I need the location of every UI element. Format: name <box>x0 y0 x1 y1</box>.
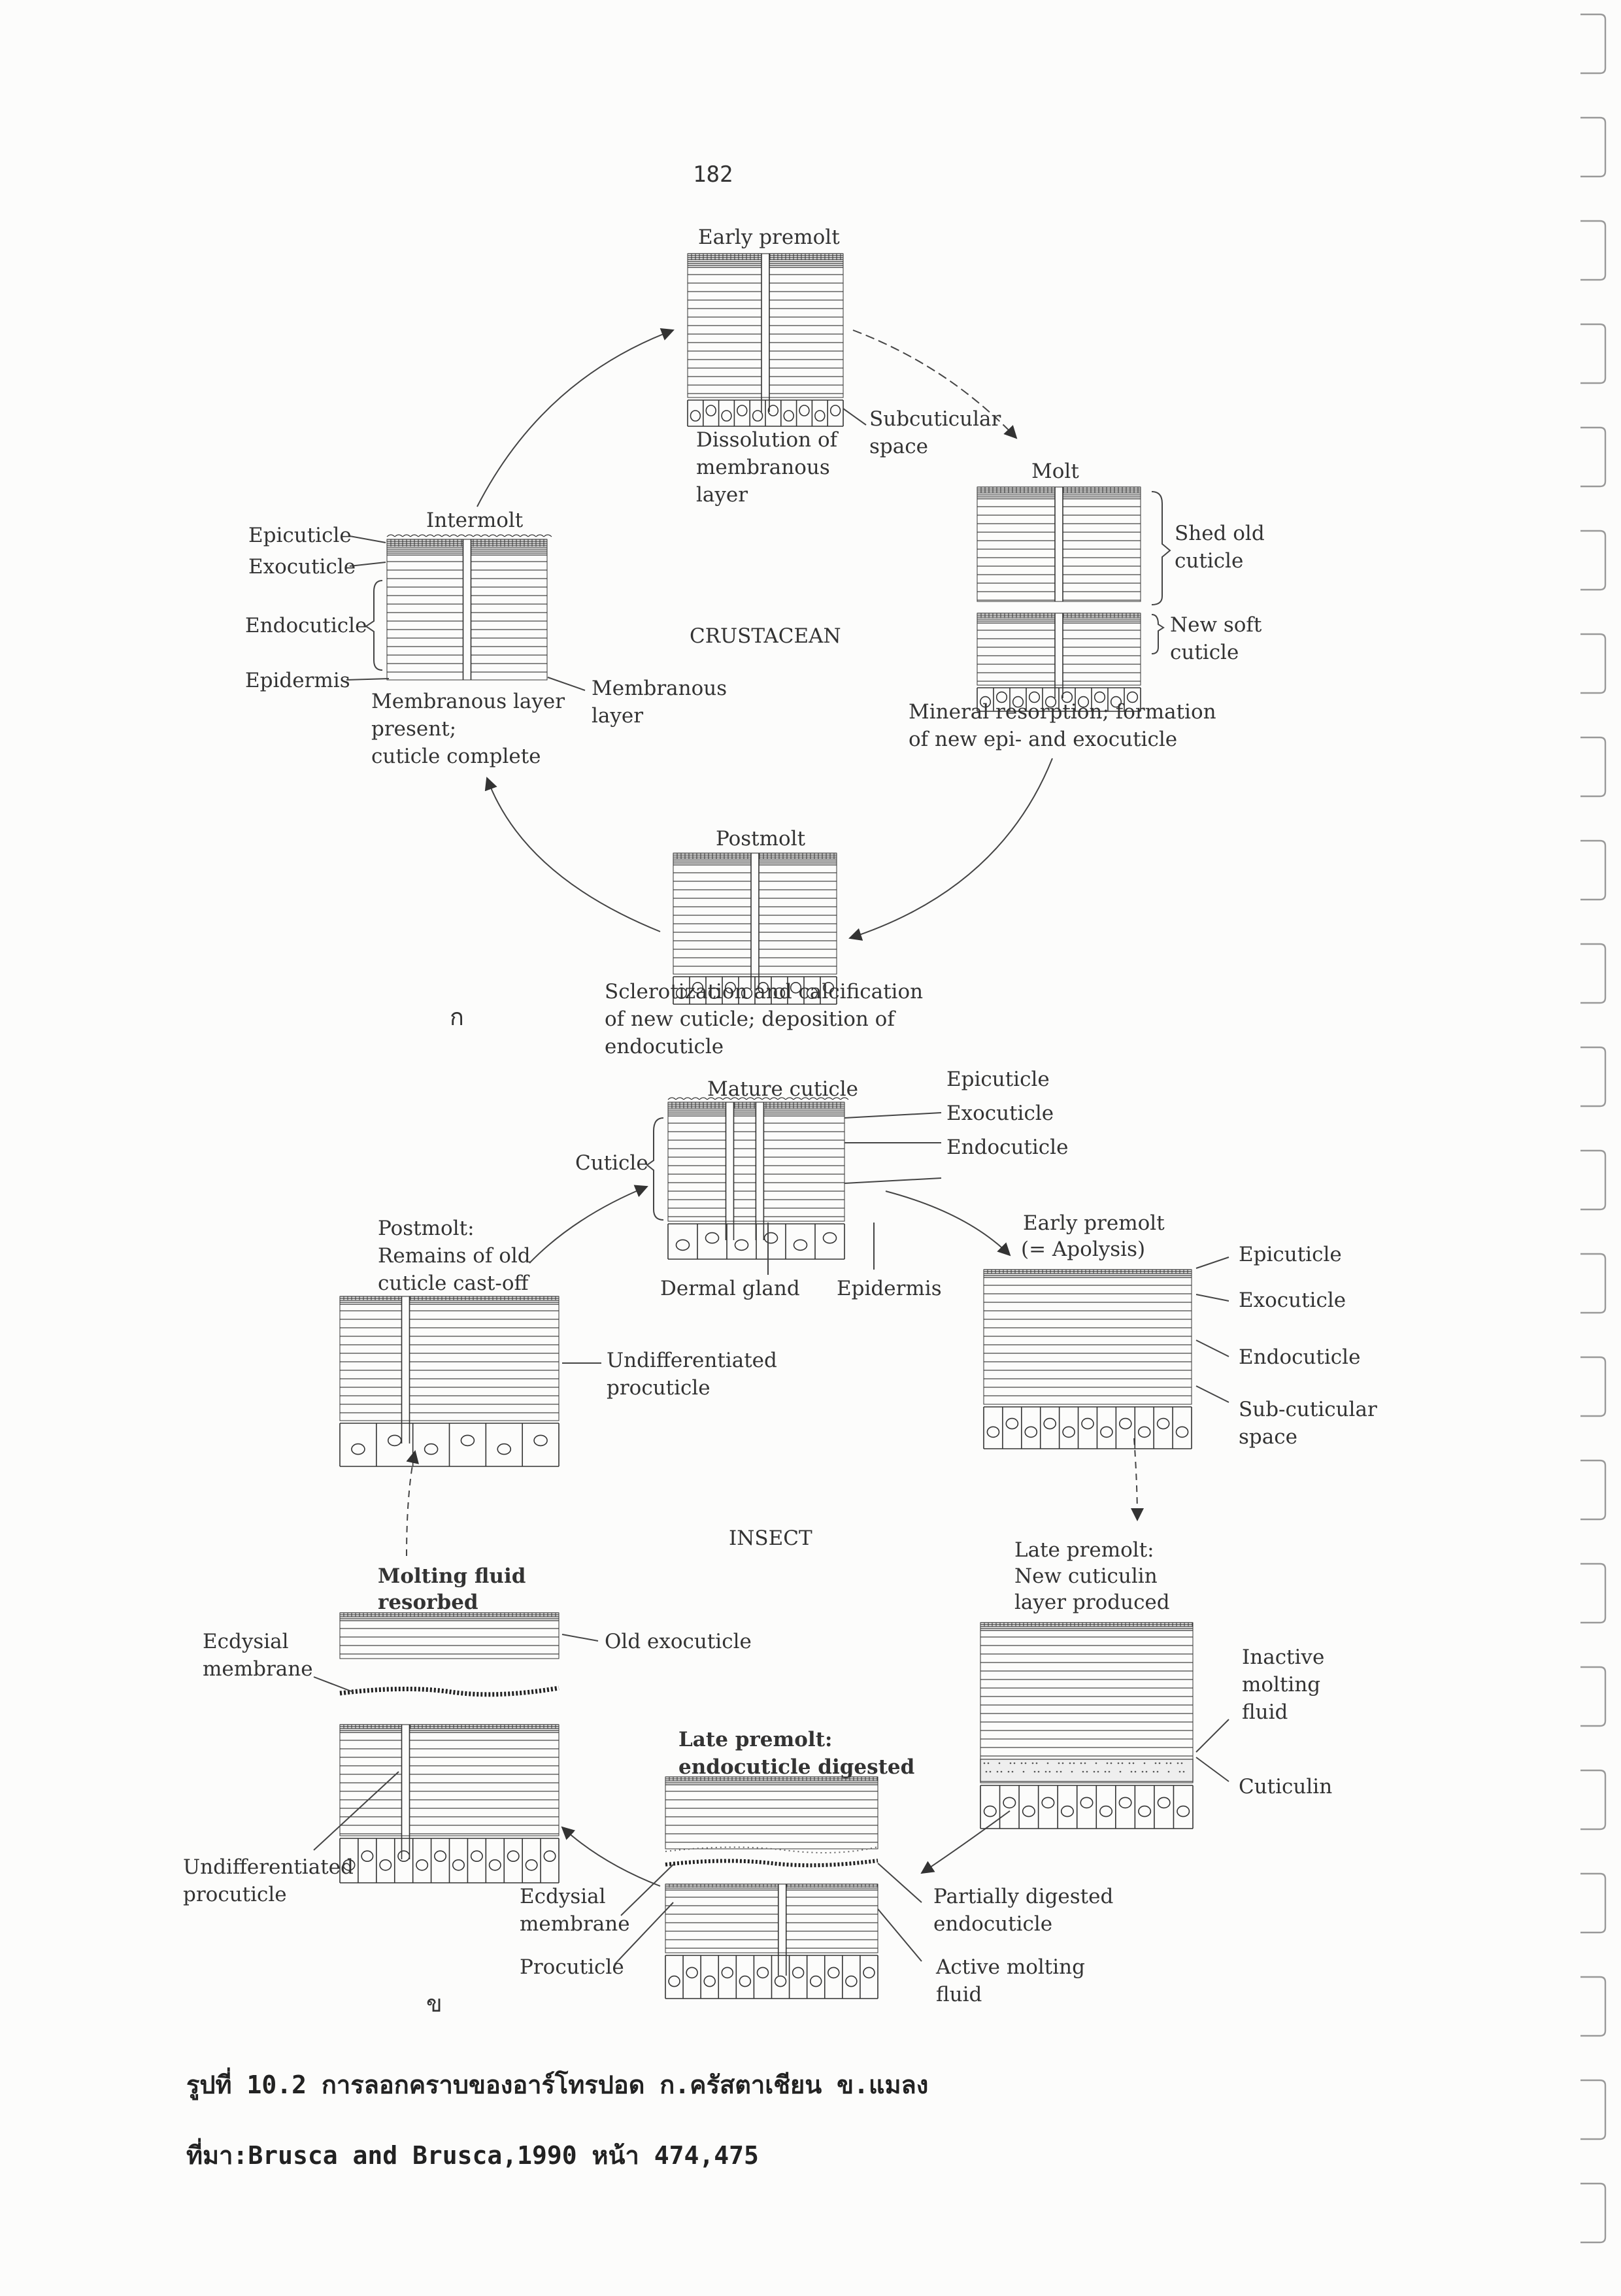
crust-molt-caption-2: of new epi- and exocuticle <box>909 728 1178 751</box>
crust-intermolt-caption-3: cuticle complete <box>371 745 541 768</box>
molt-new-cuticle-block <box>977 613 1141 712</box>
insect-early-endocuticle: Endocuticle <box>1239 1345 1361 1369</box>
arrow-intermolt-to-early <box>476 328 675 507</box>
insect-resorbed-ecdysial-1: Ecdysial <box>203 1630 289 1653</box>
insect-early-epicuticle: Epicuticle <box>1239 1243 1342 1266</box>
insect-digested-ecdysial-1: Ecdysial <box>520 1885 606 1908</box>
insect-active-fluid-2: fluid <box>936 1983 982 2006</box>
crust-membranous-1: Membranous <box>592 677 727 700</box>
insect-late-new-title-1: Late premolt: <box>1014 1538 1154 1562</box>
insect-center-label: INSECT <box>729 1527 812 1550</box>
insect-digested-ecdysial-2: membrane <box>520 1912 630 1936</box>
crust-intermolt-title: Intermolt <box>426 509 524 532</box>
crustacean-molt-cycle-figure <box>346 253 1171 1005</box>
insect-early-title-1: Early premolt <box>1023 1211 1165 1235</box>
insect-resorbed-undiff-1: Undifferentiated <box>183 1855 354 1879</box>
insect-partially-digested-1: Partially digested <box>933 1885 1114 1908</box>
crust-shed-old-2: cuticle <box>1175 549 1244 573</box>
arrow-postmolt-to-intermolt <box>484 777 661 932</box>
page-number: 182 <box>693 161 733 188</box>
crust-intermolt-caption-2: present; <box>371 717 457 741</box>
figure-caption: รูปที่ 10.2 การลอกคราบของอาร์โทรปอด ก.คร… <box>186 2070 929 2099</box>
crust-postmolt-title: Postmolt <box>716 827 806 851</box>
insect-early-exocuticle: Exocuticle <box>1239 1289 1346 1312</box>
insect-postmolt-undiff-2: procuticle <box>607 1376 710 1400</box>
intermolt-cuticle-block <box>386 534 552 681</box>
insect-partially-digested-2: endocuticle <box>933 1912 1053 1936</box>
insect-late-new-title-3: layer produced <box>1014 1591 1170 1614</box>
insect-epidermis: Epidermis <box>837 1277 942 1300</box>
crust-membranous-2: layer <box>592 704 644 728</box>
insect-late-digested-title-1: Late premolt: <box>678 1728 833 1751</box>
insect-resorbed-title-2: resorbed <box>378 1591 478 1614</box>
insect-early-subcuticular-1: Sub-cuticular <box>1239 1398 1377 1421</box>
crust-early-caption-3: layer <box>696 483 748 507</box>
crust-postmolt-caption-2: of new cuticle; deposition of <box>605 1007 895 1031</box>
insect-inactive-fluid-2: molting <box>1242 1673 1321 1697</box>
crust-postmolt-caption-3: endocuticle <box>605 1035 724 1058</box>
crust-intermolt-caption-1: Membranous layer <box>371 690 565 713</box>
insect-dermal-gland: Dermal gland <box>660 1277 800 1300</box>
crustacean-center-label: CRUSTACEAN <box>690 624 841 648</box>
insect-postmolt-title-2: Remains of old <box>378 1244 531 1268</box>
crust-endocuticle-label: Endocuticle <box>245 614 367 637</box>
binder-holes <box>1580 13 1607 2244</box>
insect-procuticle: Procuticle <box>520 1955 624 1979</box>
insect-early-title-2: (= Apolysis) <box>1021 1238 1146 1261</box>
crust-early-caption-1: Dissolution of <box>696 428 838 452</box>
insect-mature-cuticle: Cuticle <box>575 1151 648 1175</box>
panel-a-letter: ก <box>450 1004 464 1031</box>
insect-resorbed-title-1: Molting fluid <box>378 1564 526 1588</box>
insect-resorbed-ecdysial-2: membrane <box>203 1657 313 1681</box>
insect-postmolt-undiff-1: Undifferentiated <box>607 1349 777 1372</box>
late-premolt-digested-lower-block <box>665 1883 878 1999</box>
insect-old-exocuticle: Old exocuticle <box>605 1630 752 1653</box>
insect-mature-epicuticle: Epicuticle <box>946 1068 1050 1091</box>
insect-resorbed-undiff-2: procuticle <box>183 1883 287 1906</box>
crust-exocuticle-label: Exocuticle <box>248 555 356 579</box>
insect-late-digested-title-2: endocuticle digested <box>678 1755 915 1779</box>
insect-active-fluid-1: Active molting <box>936 1955 1085 1979</box>
insect-inactive-fluid-1: Inactive <box>1242 1646 1325 1669</box>
arrow-early-to-molt <box>852 329 1018 439</box>
insect-late-new-title-2: New cuticulin <box>1014 1564 1158 1588</box>
crust-subcuticular-2: space <box>869 435 928 458</box>
late-premolt-new-cuticulin-block <box>980 1622 1194 1829</box>
insect-postmolt-title-1: Postmolt: <box>378 1217 475 1240</box>
insect-mature-title: Mature cuticle <box>707 1077 858 1101</box>
crust-early-caption-2: membranous <box>696 456 830 479</box>
panel-b-letter: ข <box>426 1991 443 2017</box>
crust-epicuticle-label: Epicuticle <box>248 524 352 547</box>
undiff-procuticle-block <box>339 1724 560 1883</box>
figure-source: ที่มา:Brusca and Brusca,1990 หน้า 474,47… <box>186 2141 759 2170</box>
early-premolt-insect-block <box>983 1269 1192 1449</box>
postmolt-cuticle-block <box>673 853 837 1005</box>
early-premolt-cuticle-block <box>687 253 844 427</box>
crust-new-soft-2: cuticle <box>1170 641 1239 664</box>
insect-molt-cycle-figure <box>313 1097 1229 1999</box>
crust-shed-old-1: Shed old <box>1175 522 1265 545</box>
insect-mature-exocuticle: Exocuticle <box>946 1102 1054 1125</box>
late-premolt-digested-upper-block <box>665 1776 878 1849</box>
crust-epidermis-label: Epidermis <box>245 669 350 692</box>
crust-postmolt-caption-1: Sclerotization and calcification <box>605 980 924 1004</box>
insect-postmolt-title-3: cuticle cast-off <box>378 1272 529 1295</box>
crust-new-soft-1: New soft <box>1170 613 1262 637</box>
insect-mature-endocuticle: Endocuticle <box>946 1136 1069 1159</box>
crust-subcuticular-1: Subcuticular <box>869 407 1001 431</box>
insect-cuticulin: Cuticulin <box>1239 1775 1333 1798</box>
molt-old-cuticle-block <box>977 486 1141 602</box>
old-exocuticle-block <box>339 1612 560 1659</box>
crust-early-premolt-title: Early premolt <box>698 226 840 249</box>
insect-early-subcuticular-2: space <box>1239 1425 1297 1449</box>
insect-inactive-fluid-3: fluid <box>1242 1700 1288 1724</box>
mature-cuticle-block <box>667 1097 849 1260</box>
insect-postmolt-block <box>339 1296 560 1467</box>
crust-molt-caption-1: Mineral resorption; formation <box>909 700 1216 724</box>
arrow-molt-to-postmolt <box>848 758 1053 941</box>
crust-molt-title: Molt <box>1031 460 1079 483</box>
